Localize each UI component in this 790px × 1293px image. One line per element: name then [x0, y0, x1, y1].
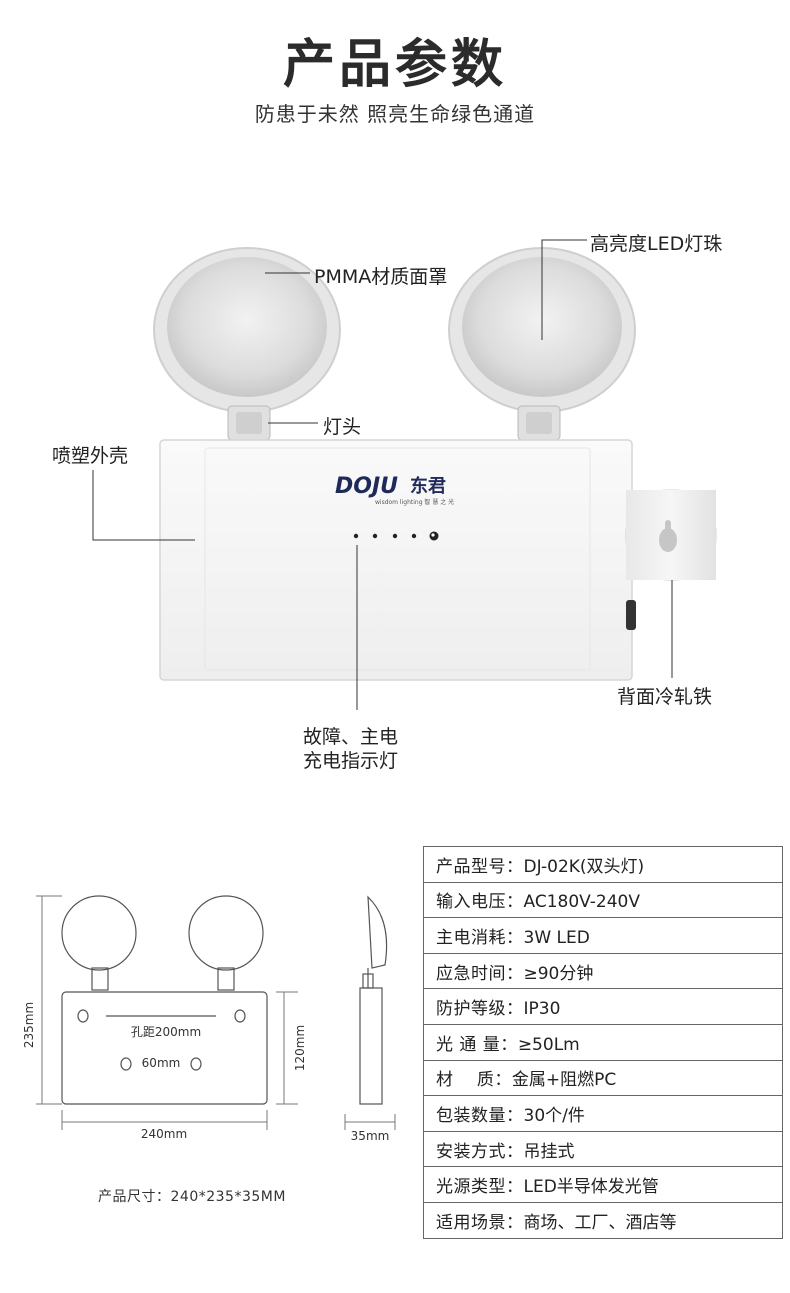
indicator-lights [353, 531, 439, 541]
spec-value: IP30 [523, 999, 561, 1020]
spec-value: 商场、工厂、酒店等 [523, 1212, 677, 1233]
spec-label: 材 质： [436, 1070, 512, 1091]
spec-row: 输入电压：AC180V-240V [423, 881, 783, 919]
dim-depth-label: 35mm [351, 1129, 390, 1143]
spec-label: 防护等级： [436, 999, 524, 1020]
spec-row: 安装方式：吊挂式 [423, 1130, 783, 1168]
spec-value: ≥90分钟 [523, 963, 594, 984]
spec-row: 材 质：金属+阻燃PC [423, 1059, 783, 1097]
callout-indicator-line2: 充电指示灯 [303, 750, 399, 772]
spec-cell: 防护等级：IP30 [423, 988, 783, 1025]
spec-row: 产品型号：DJ-02K(双头灯) [423, 846, 783, 883]
spec-cell: 应急时间：≥90分钟 [423, 952, 783, 990]
page-title: 产品参数 [282, 35, 507, 95]
spec-label: 产品型号： [436, 856, 524, 877]
spec-value: ≥50Lm [517, 1034, 580, 1055]
dim-height-label: 235mm [22, 1002, 36, 1048]
callout-lamp-head: 灯头 [323, 416, 362, 438]
callout-shell: 喷塑外壳 [52, 445, 129, 467]
brand-cn: 东君 [410, 475, 446, 497]
spec-label: 应急时间： [436, 963, 524, 984]
dim-width-label: 240mm [141, 1127, 187, 1141]
spec-value: 金属+阻燃PC [511, 1070, 617, 1091]
spec-label: 包装数量： [436, 1105, 524, 1126]
spec-cell: 光源类型：LED半导体发光管 [423, 1166, 783, 1203]
left-lamp-head [153, 247, 341, 441]
spec-cell: 安装方式：吊挂式 [423, 1130, 783, 1168]
lamp-body [159, 439, 636, 681]
back-plate-inset [625, 489, 717, 581]
spec-cell: 材 质：金属+阻燃PC [423, 1059, 783, 1097]
spec-row: 光 通 量：≥50Lm [423, 1023, 783, 1061]
dimension-drawing: 235mm 120mm 240mm 35mm 孔距200mm 60mm [22, 895, 396, 1143]
spec-cell: 输入电压：AC180V-240V [423, 881, 783, 919]
spec-value: LED半导体发光管 [523, 1177, 659, 1198]
callout-back-plate: 背面冷轧铁 [617, 686, 713, 708]
callout-indicator-line1: 故障、主电 [303, 726, 399, 748]
callout-lines [92, 239, 673, 710]
spec-cell: 产品型号：DJ-02K(双头灯) [423, 846, 783, 883]
spec-label: 安装方式： [436, 1141, 524, 1162]
spec-row: 主电消耗：3W LED [423, 917, 783, 954]
spec-cell: 主电消耗：3W LED [423, 917, 783, 954]
spec-row: 包装数量：30个/件 [423, 1095, 783, 1132]
spec-label: 光源类型： [436, 1177, 524, 1198]
spec-value: AC180V-240V [523, 892, 641, 913]
spec-value: 吊挂式 [523, 1141, 575, 1162]
product-size-note: 产品尺寸：240*235*35MM [98, 1189, 286, 1205]
dim-hole-distance-label: 孔距200mm [131, 1025, 201, 1039]
spec-label: 适用场景： [436, 1212, 524, 1233]
spec-row: 防护等级：IP30 [423, 988, 783, 1025]
spec-row: 应急时间：≥90分钟 [423, 952, 783, 990]
callout-lens: PMMA材质面罩 [314, 266, 448, 288]
spec-value: 3W LED [523, 927, 590, 948]
callout-led: 高亮度LED灯珠 [590, 233, 723, 255]
spec-label: 光 通 量： [436, 1034, 518, 1055]
spec-row: 适用场景：商场、工厂、酒店等 [423, 1201, 783, 1239]
product-illustration: DOJU 东君 wisdom lighting 智 慧 之 光 [92, 239, 717, 710]
page-subtitle: 防患于未然 照亮生命绿色通道 [254, 102, 536, 126]
dim-body-height-label: 120mm [293, 1025, 307, 1071]
spec-value: DJ-02K(双头灯) [523, 856, 645, 877]
spec-row: 光源类型：LED半导体发光管 [423, 1166, 783, 1203]
brand-logo: DOJU [335, 474, 398, 499]
spec-label: 主电消耗： [436, 927, 524, 948]
spec-value: 30个/件 [523, 1105, 585, 1126]
spec-cell: 包装数量：30个/件 [423, 1095, 783, 1132]
dim-hole-small-label: 60mm [142, 1056, 181, 1070]
spec-label: 输入电压： [436, 892, 524, 913]
spec-cell: 适用场景：商场、工厂、酒店等 [423, 1201, 783, 1239]
spec-cell: 光 通 量：≥50Lm [423, 1023, 783, 1061]
brand-tagline: wisdom lighting 智 慧 之 光 [375, 498, 454, 506]
